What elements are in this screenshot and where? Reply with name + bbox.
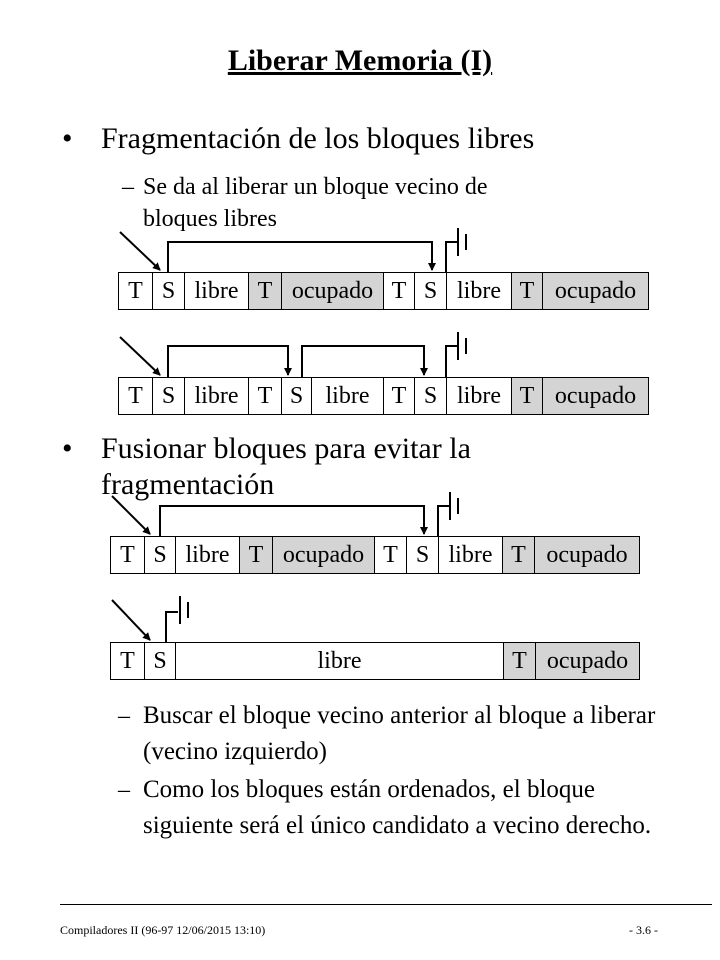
free-list-link-arrow <box>301 345 428 377</box>
pointer-arrow-diagonal <box>111 599 151 641</box>
cell-tag: T <box>240 537 273 573</box>
cell-tag: T <box>111 643 145 679</box>
memory-diagram-2: T S libre T S libre T S libre T ocupado <box>118 377 649 415</box>
cell-used: ocupado <box>536 643 639 679</box>
cell-size: S <box>145 537 176 573</box>
cell-tag: T <box>119 273 153 309</box>
cell-free: libre <box>185 273 249 309</box>
footer-page-number: - 3.6 - <box>629 923 658 937</box>
free-list-end-line <box>445 241 458 272</box>
pointer-arrow-diagonal <box>119 231 161 271</box>
cell-tag: T <box>512 273 543 309</box>
cell-free: libre <box>176 643 504 679</box>
bullet-2-text: Fusionar bloques para evitar la fragment… <box>101 432 471 501</box>
free-list-end-line <box>437 505 450 536</box>
cell-used: ocupado <box>543 378 648 414</box>
sub-dash: – <box>118 703 130 729</box>
pointer-arrow-diagonal <box>111 495 151 535</box>
cell-free: libre <box>312 378 384 414</box>
bullet-2-sub-1: Buscar el bloque vecino anterior al bloq… <box>143 702 656 765</box>
bullet-1-text: Fragmentación de los bloques libres <box>101 122 535 155</box>
cell-tag: T <box>512 378 543 414</box>
cell-used: ocupado <box>543 273 648 309</box>
cell-tag: T <box>384 273 415 309</box>
cell-size: S <box>282 378 312 414</box>
memory-diagram-3: T S libre T ocupado T S libre T ocupado <box>110 536 640 574</box>
footer-course: Compiladores II (96-97 12/06/2015 13:10) <box>60 923 266 937</box>
cell-size: S <box>145 643 176 679</box>
page-title: Liberar Memoria (I) <box>227 44 493 77</box>
cell-size: S <box>415 378 447 414</box>
cell-tag: T <box>249 378 282 414</box>
free-list-link-arrow <box>167 241 436 272</box>
cell-free: libre <box>185 378 249 414</box>
cell-tag: T <box>249 273 282 309</box>
cell-used: ocupado <box>282 273 384 309</box>
free-list-end-line <box>445 345 458 377</box>
cell-size: S <box>407 537 439 573</box>
cell-size: S <box>153 378 185 414</box>
bullet-1-sub-1: Se da al liberar un bloque vecino de blo… <box>143 174 488 232</box>
sub-dash: – <box>118 777 130 803</box>
cell-size: S <box>153 273 185 309</box>
cell-tag: T <box>384 378 415 414</box>
cell-free: libre <box>447 378 512 414</box>
pointer-arrow-diagonal <box>119 336 161 376</box>
cell-tag: T <box>503 537 535 573</box>
free-list-link-arrow <box>159 505 428 536</box>
cell-free: libre <box>176 537 240 573</box>
cell-tag: T <box>504 643 536 679</box>
cell-tag: T <box>119 378 153 414</box>
memory-diagram-4: T S libre T ocupado <box>110 642 640 680</box>
cell-free: libre <box>447 273 512 309</box>
bullet-2-sub-2: Como los bloques están ordenados, el blo… <box>143 776 652 839</box>
bullet-dot: • <box>62 432 73 465</box>
cell-tag: T <box>375 537 407 573</box>
cell-used: ocupado <box>273 537 375 573</box>
memory-diagram-1: T S libre T ocupado T S libre T ocupado <box>118 272 649 310</box>
sub-dash: – <box>122 174 134 200</box>
footer-divider <box>60 904 712 905</box>
cell-size: S <box>415 273 447 309</box>
cell-tag: T <box>111 537 145 573</box>
cell-free: libre <box>439 537 503 573</box>
free-list-end-line <box>165 611 178 642</box>
bullet-dot: • <box>62 122 73 155</box>
free-list-link-arrow <box>167 345 292 377</box>
cell-used: ocupado <box>535 537 639 573</box>
